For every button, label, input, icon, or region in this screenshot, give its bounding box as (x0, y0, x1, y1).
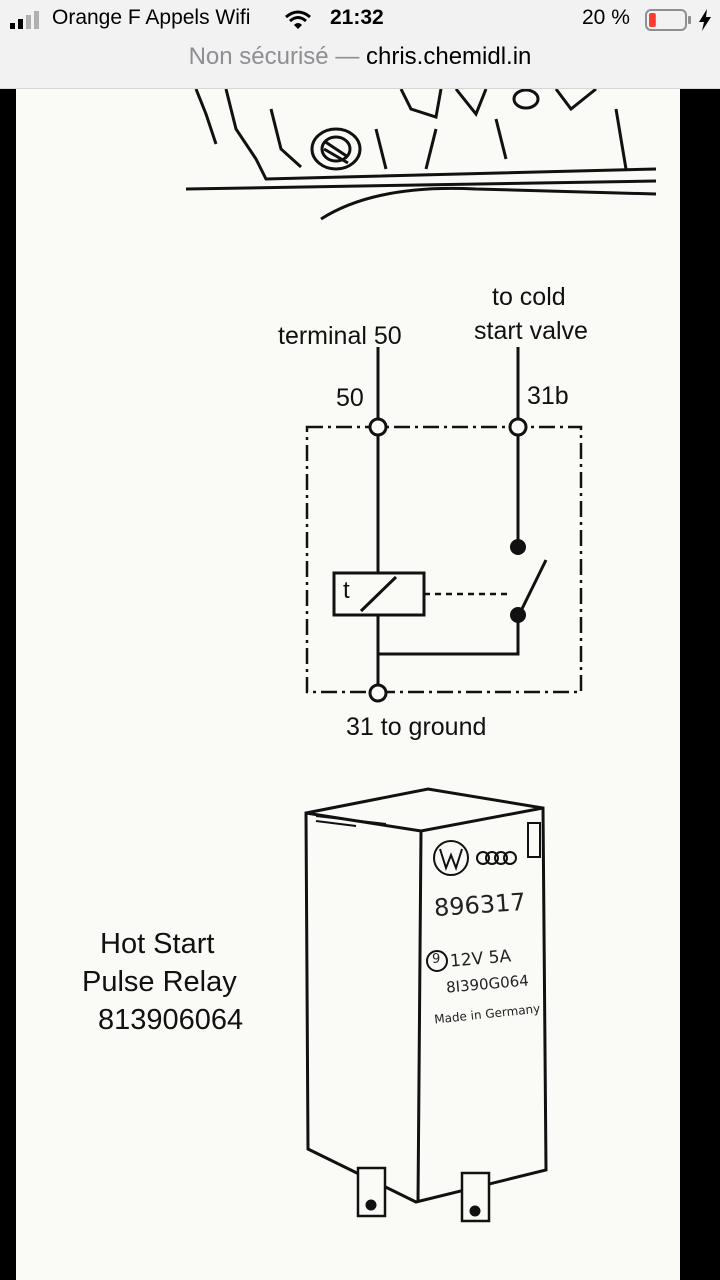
stamp-circle-number: 9 (432, 952, 441, 967)
wifi-icon (285, 10, 311, 29)
relay-title-line2: Pulse Relay (82, 966, 237, 998)
pin-31b-label: 31b (527, 382, 569, 410)
charging-bolt-icon (699, 9, 711, 31)
terminal-50-label: terminal 50 (278, 322, 402, 350)
relay-title-line1: Hot Start (100, 928, 215, 960)
relay-caption: Hot Start Pulse Relay 813906064 (82, 925, 243, 1039)
address-bar[interactable]: Non sécurisé — chris.chemidl.in (0, 40, 720, 89)
ground-label: 31 to ground (346, 713, 487, 741)
terminal-31b-node (508, 417, 528, 437)
terminal-50-node (368, 417, 388, 437)
url-domain[interactable]: chris.chemidl.in (366, 43, 532, 70)
page-content: terminal 50 to cold start valve 50 31b t… (16, 89, 680, 1280)
switch-contact-pivot (510, 607, 526, 623)
cold-start-label-line1: to cold (492, 283, 566, 311)
relay-housing-outline (305, 425, 583, 694)
battery-fill (649, 13, 656, 27)
battery-low-icon (645, 9, 691, 31)
battery-percent: 20 % (582, 6, 630, 29)
signal-bars-icon (10, 11, 39, 29)
terminal-31-node (368, 683, 388, 703)
timer-symbol: t (343, 577, 350, 604)
security-warning: Non sécurisé — (188, 43, 360, 70)
audi-rings-icon (476, 851, 517, 865)
wiring-diagram (185, 89, 657, 1223)
stamp-circle (426, 950, 448, 972)
carrier-name: Orange F Appels Wifi (52, 6, 251, 29)
cold-start-label-line2: start valve (474, 317, 588, 345)
switch-contact-fixed (510, 539, 526, 555)
engine-part-illustration (185, 89, 657, 221)
vw-logo-icon (433, 840, 469, 876)
status-bar: Orange F Appels Wifi 21:32 20 % (0, 0, 720, 40)
relay-part-number: 813906064 (98, 1004, 244, 1036)
clock-time: 21:32 (330, 6, 384, 29)
pin-50-label: 50 (336, 384, 364, 412)
relay-drawing (304, 787, 548, 1223)
